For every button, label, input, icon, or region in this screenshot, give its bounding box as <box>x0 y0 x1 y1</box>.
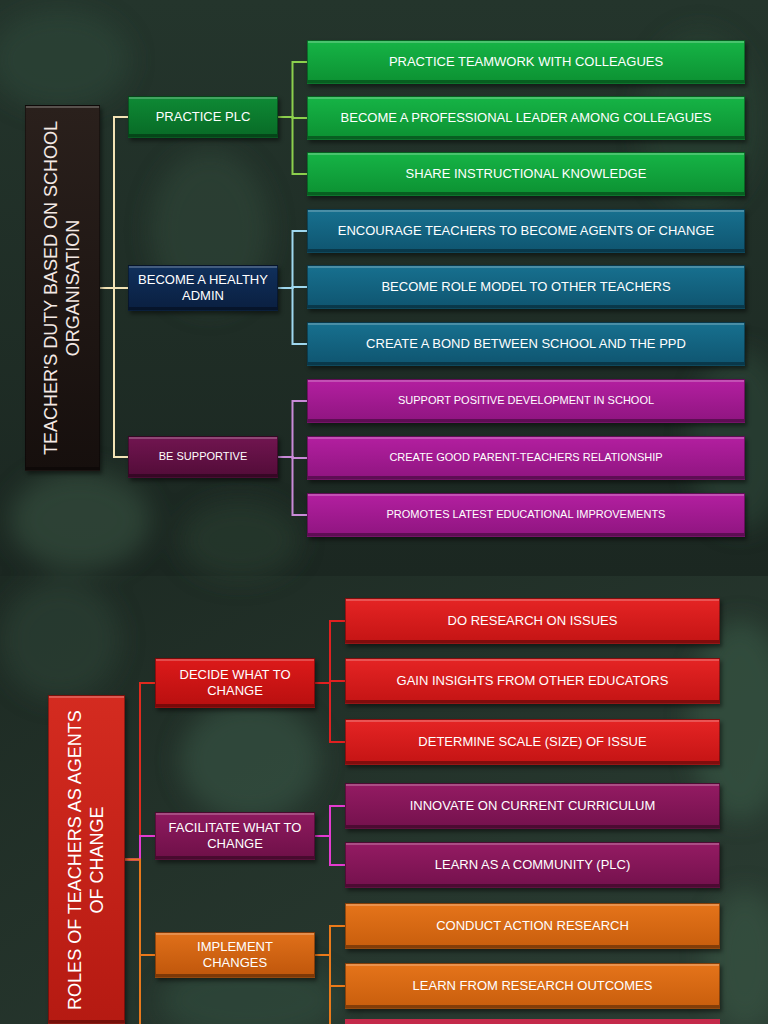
box-label: FACILITATE WHAT TO CHANGE <box>156 820 314 851</box>
branch-box: BE SUPPORTIVE <box>128 436 278 478</box>
bracket-connector <box>278 62 307 117</box>
leaf-box: ENCOURAGE TEACHERS TO BECOME AGENTS OF C… <box>307 209 745 253</box>
box-label: CREATE GOOD PARENT-TEACHERS RELATIONSHIP <box>381 451 670 464</box>
box-label: BECOME A HEALTHY ADMIN <box>129 272 277 303</box>
box-label: PRACTICE TEAMWORK WITH COLLEAGUES <box>381 54 671 70</box>
branch-box: DECIDE WHAT TO CHANGE <box>155 658 315 708</box>
box-label: BECOME A PROFESSIONAL LEADER AMONG COLLE… <box>333 110 720 126</box>
leaf-box: SUPPORT POSITIVE DEVELOPMENT IN SCHOOL <box>307 379 745 423</box>
box-label: CONDUCT ACTION RESEARCH <box>428 918 637 934</box>
bracket-connector <box>100 117 128 288</box>
leaf-box: INNOVATE ON CURRENT CURRICULUM <box>345 783 720 829</box>
leaf-box: PROMOTES LATEST EDUCATIONAL IMPROVEMENTS <box>307 493 745 537</box>
box-label: ENCOURAGE TEACHERS TO BECOME AGENTS OF C… <box>330 223 722 239</box>
branch-box: PRACTICE PLC <box>128 96 278 138</box>
leaf-box: LEARN AS A COMMUNITY (PLC) <box>345 842 720 888</box>
bracket-connector <box>125 683 155 860</box>
box-label: BECOME ROLE MODEL TO OTHER TEACHERS <box>373 279 678 295</box>
box-label: LEARN AS A COMMUNITY (PLC) <box>427 857 639 873</box>
bracket-connector <box>315 683 345 742</box>
box-label: SHARE INSTRUCTIONAL KNOWLEDGE <box>398 166 655 182</box>
bracket-connector <box>315 926 345 955</box>
title-text: TEACHER'S DUTY BASED ON SCHOOL ORGANISAT… <box>41 117 84 459</box>
leaf-box: BECOME A PROFESSIONAL LEADER AMONG COLLE… <box>307 96 745 140</box>
bracket-connector <box>278 457 307 515</box>
leaf-box: CREATE GOOD PARENT-TEACHERS RELATIONSHIP <box>307 436 745 480</box>
bracket-connector <box>278 117 307 174</box>
bracket-connector <box>125 860 155 956</box>
box-label: LEARN FROM RESEARCH OUTCOMES <box>405 978 661 994</box>
box-label: DO RESEARCH ON ISSUES <box>440 613 626 629</box>
bracket-connector <box>315 836 345 865</box>
bracket-connector <box>100 288 128 457</box>
leaf-box: GAIN INSIGHTS FROM OTHER EDUCATORS <box>345 658 720 704</box>
branch-box: FACILITATE WHAT TO CHANGE <box>155 812 315 860</box>
bracket-connector <box>278 401 307 457</box>
leaf-box: SHARE INSTRUCTIONAL KNOWLEDGE <box>307 152 745 196</box>
box-label: CREATE A BOND BETWEEN SCHOOL AND THE PPD <box>358 336 694 352</box>
box-label: DETERMINE SCALE (SIZE) OF ISSUE <box>410 734 654 750</box>
box-label: PROMOTES LATEST EDUCATIONAL IMPROVEMENTS <box>379 508 674 521</box>
branch-box: BECOME A HEALTHY ADMIN <box>128 265 278 311</box>
bracket-connector <box>315 806 345 836</box>
branch-box: IMPLEMENT CHANGES <box>155 932 315 978</box>
bracket-connector <box>125 836 155 860</box>
bracket-connector <box>278 231 307 288</box>
leaf-box: BECOME ROLE MODEL TO OTHER TEACHERS <box>307 265 745 309</box>
box-label: INNOVATE ON CURRENT CURRICULUM <box>402 798 664 814</box>
box-label: DECIDE WHAT TO CHANGE <box>156 667 314 698</box>
title-text: ROLES OF TEACHERS AS AGENTS OF CHANGE <box>65 707 108 1012</box>
title-box: ROLES OF TEACHERS AS AGENTS OF CHANGE <box>48 695 125 1024</box>
leaf-box: LEARN FROM RESEARCH OUTCOMES <box>345 963 720 1009</box>
bracket-connector <box>315 955 345 986</box>
title-box: TEACHER'S DUTY BASED ON SCHOOL ORGANISAT… <box>25 105 100 471</box>
bracket-connector <box>278 288 307 344</box>
leaf-box: DO RESEARCH ON ISSUES <box>345 598 720 644</box>
box-label: SUPPORT POSITIVE DEVELOPMENT IN SCHOOL <box>390 394 662 407</box>
box-label: GAIN INSIGHTS FROM OTHER EDUCATORS <box>389 673 677 689</box>
leaf-box: CREATE A BOND BETWEEN SCHOOL AND THE PPD <box>307 322 745 366</box>
box-label: PRACTICE PLC <box>148 109 259 125</box>
leaf-box: DETERMINE SCALE (SIZE) OF ISSUE <box>345 719 720 765</box>
box-label: IMPLEMENT CHANGES <box>156 939 314 970</box>
leaf-box: CONDUCT ACTION RESEARCH <box>345 903 720 949</box>
box-label: BE SUPPORTIVE <box>151 450 255 463</box>
bracket-connector <box>315 621 345 683</box>
leaf-box: PRACTICE TEAMWORK WITH COLLEAGUES <box>307 40 745 84</box>
